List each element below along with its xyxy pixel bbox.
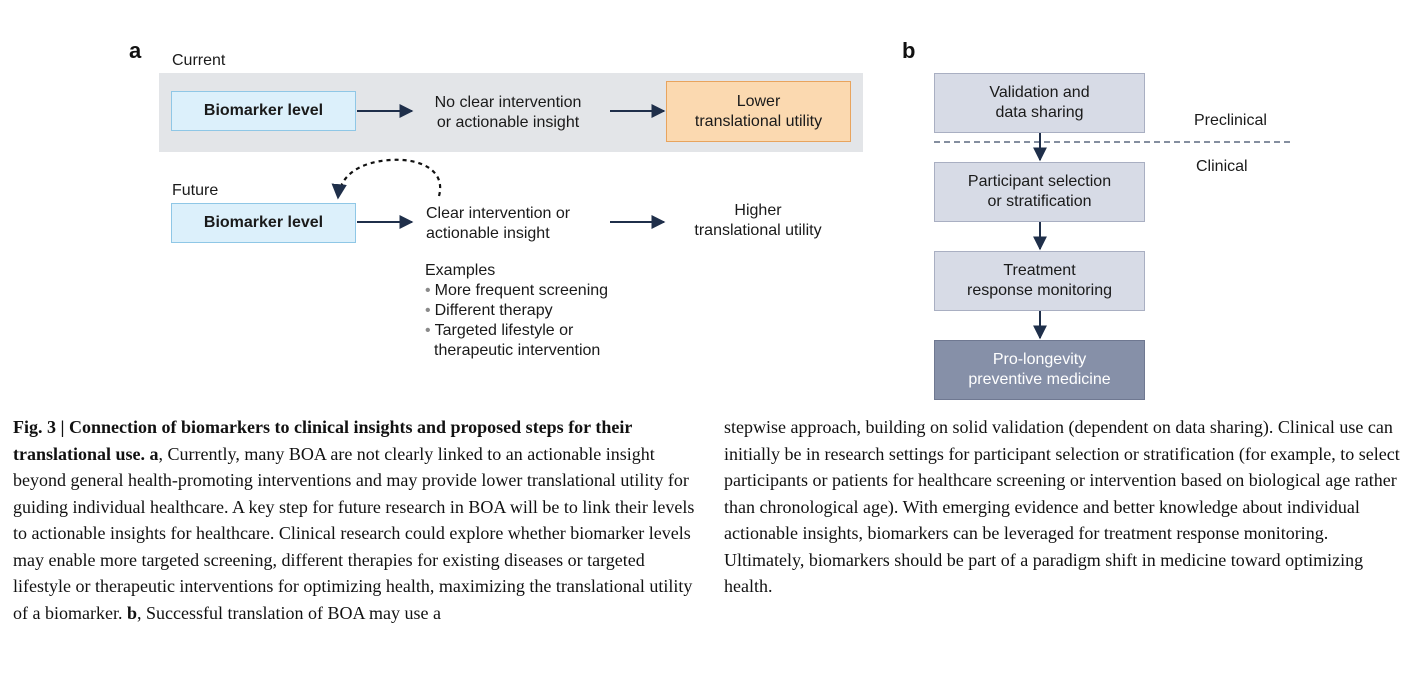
bullet-icon: • — [425, 282, 431, 299]
higher-utility-line2: translational utility — [694, 222, 822, 239]
step-prolongevity-line2: preventive medicine — [968, 371, 1111, 388]
step-participant-line2: or stratification — [987, 193, 1092, 210]
step-treatment-line2: response monitoring — [967, 282, 1112, 299]
example-item: •Different therapy — [425, 302, 553, 319]
future-label: Future — [172, 182, 219, 199]
future-middle-line1: Clear intervention or — [426, 205, 571, 222]
step-participant-box: Participant selection or stratification — [934, 162, 1145, 222]
step-validation-box: Validation and data sharing — [934, 73, 1145, 133]
current-middle-line2: or actionable insight — [436, 114, 580, 131]
caption-b-letter: b — [126, 602, 137, 623]
panel-a-letter: a — [129, 38, 142, 63]
example-item: •Targeted lifestyle or — [425, 322, 574, 339]
higher-utility-line1: Higher — [734, 202, 782, 219]
current-biomarker-box: Biomarker level — [171, 91, 356, 131]
examples-list: •More frequent screening •Different ther… — [425, 281, 608, 361]
current-middle-text: No clear intervention or actionable insi… — [408, 93, 608, 133]
lower-utility-line1: Lower — [736, 92, 781, 110]
panel-b-letter: b — [902, 38, 916, 63]
step-treatment-line1: Treatment — [1003, 262, 1076, 279]
caption-b-text-start: , Successful translation of BOA may use … — [136, 602, 441, 623]
example-item: •More frequent screening — [425, 282, 609, 299]
step-validation-line2: data sharing — [995, 104, 1084, 121]
example-item-continuation: therapeutic intervention — [434, 342, 601, 359]
caption-a-letter: a — [149, 443, 159, 464]
examples-block: Examples •More frequent screening •Diffe… — [425, 261, 608, 361]
caption-left-column: Fig. 3 | Connection of biomarkers to cli… — [13, 414, 701, 626]
step-validation-line1: Validation and — [989, 84, 1090, 101]
preclinical-label: Preclinical — [1194, 112, 1267, 129]
clinical-label: Clinical — [1196, 158, 1248, 175]
bullet-icon: • — [425, 322, 431, 339]
current-label: Current — [172, 52, 226, 69]
step-prolongevity-box: Pro-longevity preventive medicine — [934, 340, 1145, 400]
future-middle-text: Clear intervention or actionable insight — [426, 204, 570, 244]
future-biomarker-box: Biomarker level — [171, 203, 356, 243]
feedback-dashed-arrow — [331, 158, 442, 200]
caption-b-text-continued: stepwise approach, building on solid val… — [724, 417, 1400, 596]
caption-right-column: stepwise approach, building on solid val… — [724, 414, 1400, 600]
bullet-icon: • — [425, 302, 431, 319]
step-treatment-box: Treatment response monitoring — [934, 251, 1145, 311]
step-prolongevity-line1: Pro-longevity — [992, 351, 1087, 368]
caption-title: Connection of biomarkers to clinical ins… — [13, 417, 633, 464]
higher-utility-text: Higher translational utility — [668, 201, 848, 241]
current-middle-line1: No clear intervention — [434, 94, 582, 111]
fig-label: Fig. 3 | — [13, 417, 69, 437]
lower-utility-line2: translational utility — [694, 112, 823, 130]
step-participant-line1: Participant selection — [967, 173, 1112, 190]
lower-utility-box: Lower translational utility — [666, 81, 851, 142]
caption-a-text: , Currently, many BOA are not clearly li… — [13, 443, 695, 623]
examples-title: Examples — [425, 262, 496, 279]
future-middle-line2: actionable insight — [426, 225, 550, 242]
